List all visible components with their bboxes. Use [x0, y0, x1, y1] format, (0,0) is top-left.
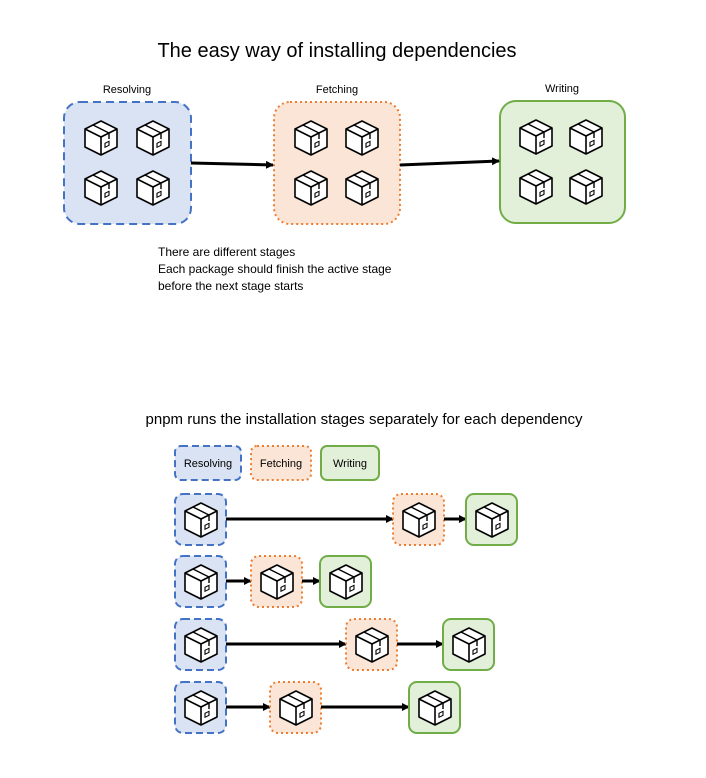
package-box-icon [402, 502, 436, 538]
package-box-icon [184, 502, 218, 538]
legend-fetching: Fetching [250, 445, 312, 481]
package-box-icon [569, 169, 603, 205]
dependency-row-1 [174, 493, 518, 546]
dependency-row-2 [174, 555, 372, 608]
package-box-icon [260, 564, 294, 600]
package-box-icon [569, 119, 603, 155]
bottom-title: pnpm runs the installation stages separa… [146, 411, 583, 428]
stage-label-writing: Writing [545, 83, 579, 95]
stage-box-writing [499, 100, 626, 224]
package-box-icon [84, 120, 118, 156]
legend-writing: Writing [320, 445, 380, 481]
package-box-icon [279, 690, 313, 726]
stage-label-resolving: Resolving [103, 84, 151, 96]
note-line-2: Each package should finish the active st… [158, 262, 392, 276]
package-box-icon [184, 627, 218, 663]
note-line-3: before the next stage starts [158, 279, 303, 293]
package-box-icon [294, 170, 328, 206]
package-box-icon [294, 120, 328, 156]
arrow-resolving-to-fetching [190, 160, 274, 169]
stage-box-resolving [63, 101, 192, 225]
package-box-icon [136, 170, 170, 206]
top-title: The easy way of installing dependencies [157, 40, 516, 62]
stage-label-fetching: Fetching [316, 84, 358, 96]
note-line-1: There are different stages [158, 245, 295, 259]
stage-box-fetching [273, 101, 401, 225]
legend-label-fetching: Fetching [260, 458, 302, 470]
package-box-icon [345, 120, 379, 156]
package-box-icon [184, 564, 218, 600]
dependency-row-4 [174, 681, 461, 734]
package-box-icon [345, 170, 379, 206]
legend-resolving: Resolving [174, 445, 242, 481]
package-box-icon [136, 120, 170, 156]
package-box-icon [519, 119, 553, 155]
package-box-icon [84, 170, 118, 206]
package-box-icon [475, 502, 509, 538]
package-box-icon [452, 627, 486, 663]
legend-label-writing: Writing [333, 458, 367, 470]
package-box-icon [418, 690, 452, 726]
package-box-icon [184, 690, 218, 726]
legend-label-resolving: Resolving [184, 458, 232, 470]
dependency-row-3 [174, 618, 495, 671]
package-box-icon [519, 169, 553, 205]
package-box-icon [329, 564, 363, 600]
package-box-icon [355, 627, 389, 663]
arrow-fetching-to-writing [399, 157, 500, 167]
